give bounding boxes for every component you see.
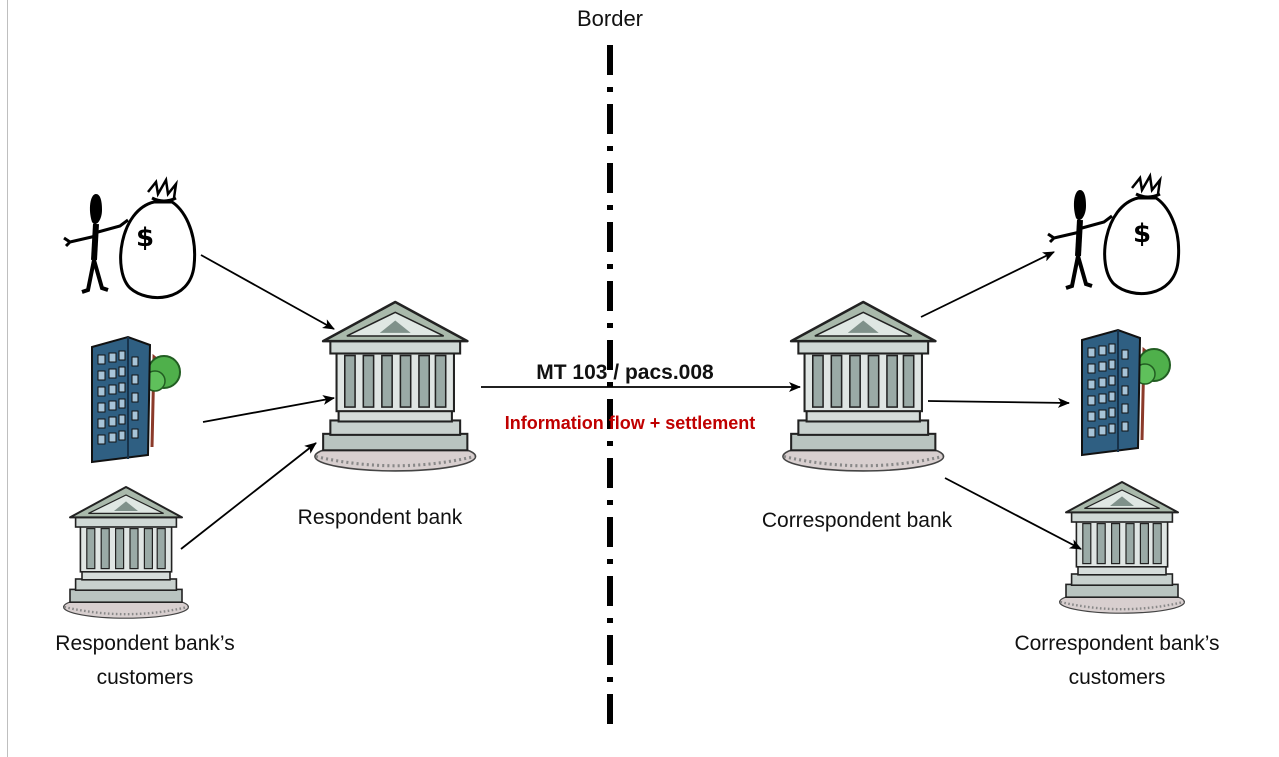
respondent-bank-label: Respondent bank	[297, 506, 463, 529]
arrow-correspondent-to-building	[927, 397, 1070, 408]
correspondent-customers-line-1: Correspondent bank’s	[1014, 632, 1220, 655]
correspondent-bank-label: Correspondent bank	[761, 509, 953, 532]
arrow-correspondent-to-moneyman	[920, 251, 1055, 318]
money-bag-person-icon	[64, 180, 195, 298]
dollar-sign: $	[136, 223, 154, 253]
respondent-customers-line-1: Respondent bank’s	[55, 632, 235, 655]
correspondent-bank-icon	[781, 300, 946, 473]
office-building-icon	[90, 335, 182, 464]
arrow-building-to-respondent	[202, 395, 335, 423]
left-edge-rule	[7, 0, 8, 757]
message-type-label: MT 103 / pacs.008	[536, 361, 714, 384]
respondent-customers-label: Respondent bank’s customers	[20, 627, 270, 695]
respondent-customers-line-2: customers	[96, 666, 194, 689]
bank-icon	[62, 485, 190, 620]
office-building-icon	[1080, 328, 1172, 457]
arrow-correspondent-to-bank	[944, 477, 1082, 550]
correspondent-customers-label: Correspondent bank’s customers	[986, 627, 1248, 695]
border-label: Border	[576, 6, 644, 31]
arrow-moneyman-to-respondent	[200, 254, 335, 330]
respondent-bank-icon	[313, 300, 478, 473]
flow-label: Information flow + settlement	[504, 413, 756, 433]
correspondent-customers-line-2: customers	[1068, 666, 1166, 689]
dollar-sign: $	[1133, 219, 1151, 249]
money-bag-person-icon	[1048, 176, 1179, 294]
arrow-bank-to-respondent	[180, 442, 317, 550]
